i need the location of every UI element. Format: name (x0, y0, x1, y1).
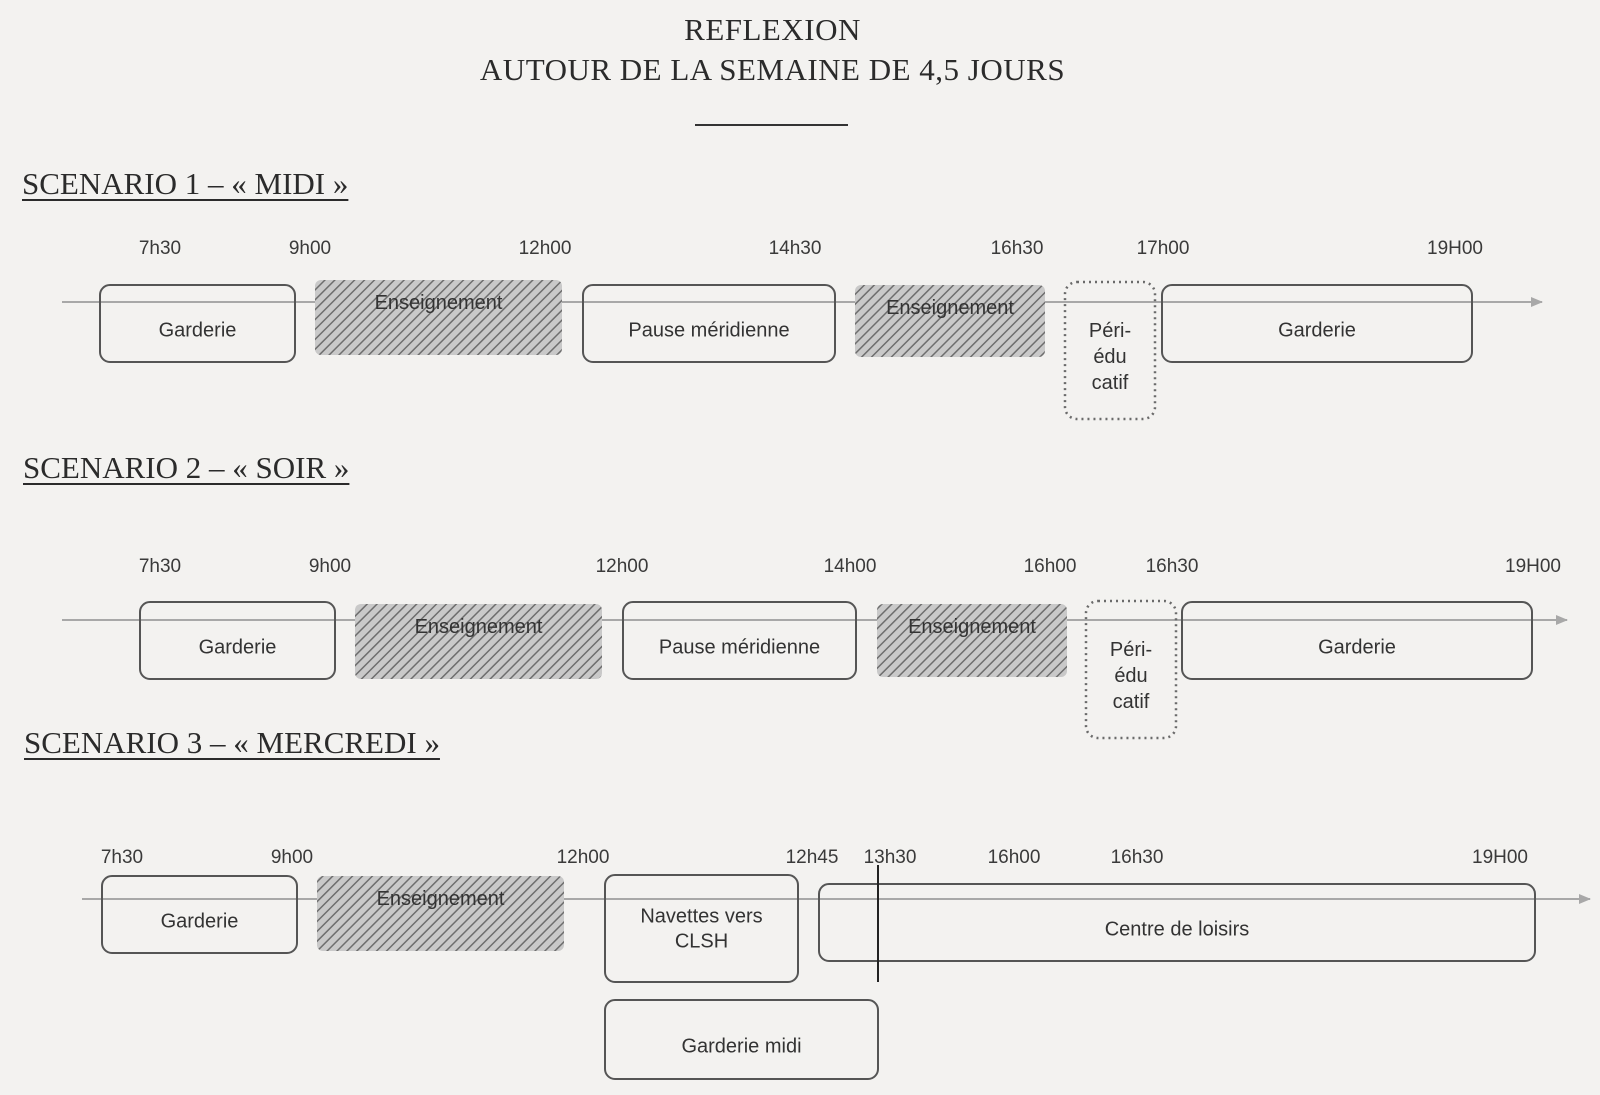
time-label: 12h45 (786, 847, 839, 868)
schedule-block-label: catif (1113, 691, 1150, 713)
scenario-3-title: SCENARIO 3 – « MERCREDI » (24, 725, 440, 760)
time-label: 16h30 (1146, 556, 1199, 577)
schedule-block: Garderie (139, 601, 336, 680)
schedule-block-label: édu (1093, 346, 1126, 368)
schedule-block: Centre de loisirs (818, 883, 1536, 962)
schedule-block-label: catif (1092, 372, 1129, 394)
time-label: 17h00 (1137, 238, 1190, 259)
schedule-block-label: Péri- (1110, 639, 1152, 661)
time-label: 16h00 (988, 847, 1041, 868)
time-label: 9h00 (289, 238, 331, 259)
schedule-block-label: Garderie (159, 320, 237, 342)
scenario-2-title: SCENARIO 2 – « SOIR » (23, 450, 350, 485)
schedule-block: Péri-édu catif (1084, 599, 1178, 740)
schedule-block-label: Navettes vers (640, 906, 762, 928)
time-label: 16h30 (991, 238, 1044, 259)
schedule-block: Pause méridienne (622, 601, 857, 680)
time-label: 12h00 (596, 556, 649, 577)
schedule-block-label: Enseignement (377, 888, 505, 910)
schedule-block: Enseignement (877, 604, 1067, 677)
schedule-block: Enseignement (355, 604, 602, 679)
schedule-block: Garderie (1161, 284, 1473, 363)
time-label: 7h30 (101, 847, 143, 868)
page-title-line2: AUTOUR DE LA SEMAINE DE 4,5 JOURS (479, 52, 1066, 87)
schedule-block-label: Garderie (199, 637, 277, 659)
schedule-block-label: Garderie (1278, 320, 1356, 342)
schedule-block-label: Enseignement (908, 616, 1036, 638)
time-label: 19H00 (1505, 556, 1561, 577)
schedule-block-label: Enseignement (886, 297, 1014, 319)
schedule-block: Péri-édu catif (1063, 280, 1157, 421)
title-underline-divider (695, 124, 848, 126)
time-label: 12h00 (557, 847, 610, 868)
time-label: 16h30 (1111, 847, 1164, 868)
schedule-block-label: Pause méridienne (659, 637, 820, 659)
schedule-block-label: Enseignement (415, 616, 543, 638)
time-label: 12h00 (519, 238, 572, 259)
time-label: 19H00 (1427, 238, 1483, 259)
schedule-block-label: Péri- (1089, 320, 1131, 342)
schedule-block: Garderie (101, 875, 298, 954)
time-label: 16h00 (1024, 556, 1077, 577)
schedule-block: Pause méridienne (582, 284, 836, 363)
time-label: 13h30 (864, 847, 917, 868)
time-label: 7h30 (139, 556, 181, 577)
schedule-block-label: édu (1114, 665, 1147, 687)
schedule-block: Enseignement (315, 280, 562, 355)
schedule-block-label: Garderie (1318, 637, 1396, 659)
schedule-block: Garderie (99, 284, 296, 363)
time-label: 14h30 (769, 238, 822, 259)
schedule-block-label: CLSH (675, 931, 728, 953)
time-label: 19H00 (1472, 847, 1528, 868)
schedule-block: Enseignement (317, 876, 564, 951)
schedule-block: Enseignement (855, 285, 1045, 357)
schedule-block-label: Pause méridienne (628, 320, 789, 342)
schedule-block-label: Enseignement (375, 292, 503, 314)
time-label: 9h00 (309, 556, 351, 577)
time-label: 14h00 (824, 556, 877, 577)
schedule-block-label: Garderie midi (681, 1036, 801, 1058)
time-label: 7h30 (139, 238, 181, 259)
schedule-block-label: Garderie (161, 911, 239, 933)
time-label: 9h00 (271, 847, 313, 868)
page-title-line1: REFLEXION (684, 12, 861, 47)
schedule-block-label: Centre de loisirs (1105, 919, 1250, 941)
schedule-block: Garderie (1181, 601, 1533, 680)
scenario-1-title: SCENARIO 1 – « MIDI » (22, 166, 349, 201)
schedule-block: Garderie midi (604, 999, 879, 1080)
